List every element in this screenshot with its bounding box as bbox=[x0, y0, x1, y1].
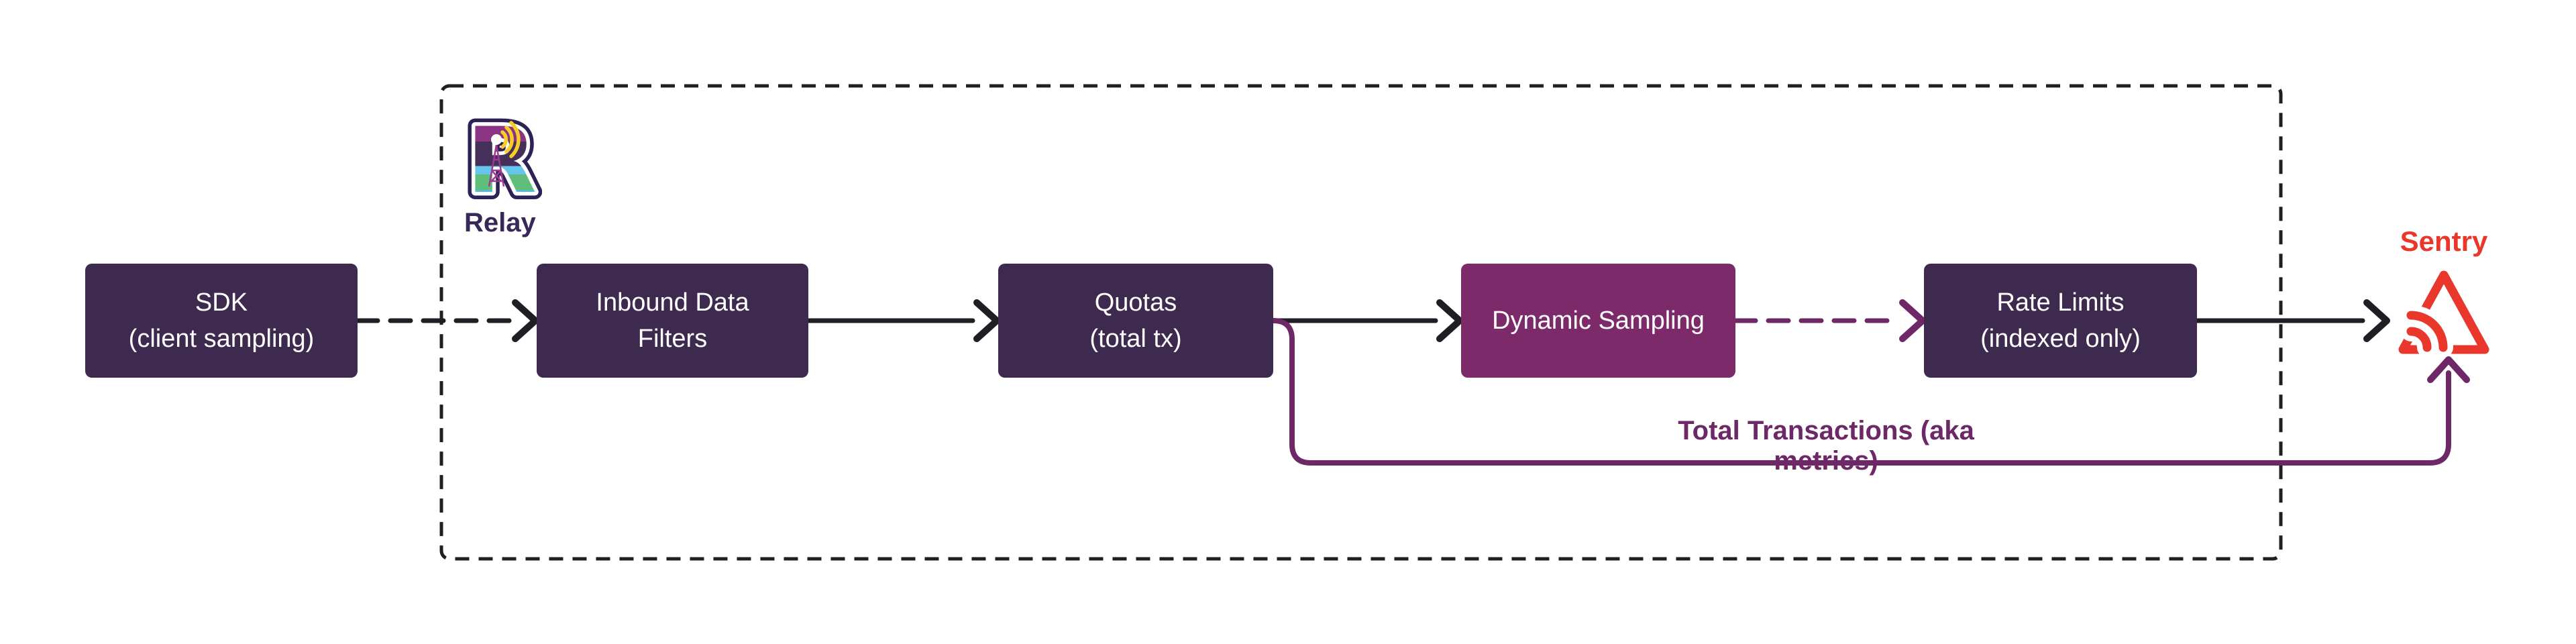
node-sdk: SDK (client sampling) bbox=[85, 264, 358, 378]
node-dynamic-sampling: Dynamic Sampling bbox=[1461, 264, 1735, 378]
sentry-logo-block: Sentry bbox=[2394, 225, 2494, 360]
relay-logo-block: R R R Relay bbox=[460, 101, 569, 238]
edge-quotas-to-dynamic-sampling bbox=[1271, 299, 1463, 342]
node-quotas: Quotas (total tx) bbox=[998, 264, 1273, 378]
node-label-line: (total tx) bbox=[1089, 325, 1182, 353]
node-inbound-data-filters: Inbound Data Filters bbox=[537, 264, 808, 378]
sentry-logo-icon bbox=[2398, 270, 2489, 358]
svg-text:R: R bbox=[467, 108, 537, 202]
relay-label: Relay bbox=[464, 208, 536, 237]
edge-rate-limits-to-sentry bbox=[2194, 299, 2390, 342]
radio-tower-icon bbox=[488, 144, 505, 187]
tower-beacon-dot bbox=[491, 134, 502, 145]
signal-waves-icon bbox=[500, 121, 521, 158]
node-rate-limits: Rate Limits (indexed only) bbox=[1924, 264, 2197, 378]
node-label-line: Filters bbox=[637, 325, 708, 353]
node-label-line: Quotas bbox=[1094, 288, 1177, 317]
metrics-edge-label: Total Transactions (aka metrics) bbox=[1678, 416, 1974, 476]
node-label-line: (indexed only) bbox=[1980, 325, 2141, 353]
node-label-line: (client sampling) bbox=[128, 325, 315, 353]
node-label-line: Inbound Data bbox=[596, 288, 749, 317]
edge-sdk-to-inbound bbox=[355, 299, 539, 342]
sentry-label: Sentry bbox=[2400, 225, 2488, 257]
edge-inbound-to-quotas bbox=[806, 299, 1000, 342]
edge-dynamic-sampling-to-rate-limits bbox=[1733, 299, 1926, 342]
edge-quotas-to-sentry-metrics bbox=[1271, 318, 2470, 466]
node-label-line: Rate Limits bbox=[1996, 288, 2125, 317]
relay-logo-icon: R R R bbox=[460, 101, 544, 221]
node-label-line: SDK bbox=[195, 288, 248, 317]
svg-text:R: R bbox=[467, 108, 537, 202]
node-label-line: Dynamic Sampling bbox=[1492, 307, 1705, 335]
svg-text:R: R bbox=[467, 108, 537, 202]
